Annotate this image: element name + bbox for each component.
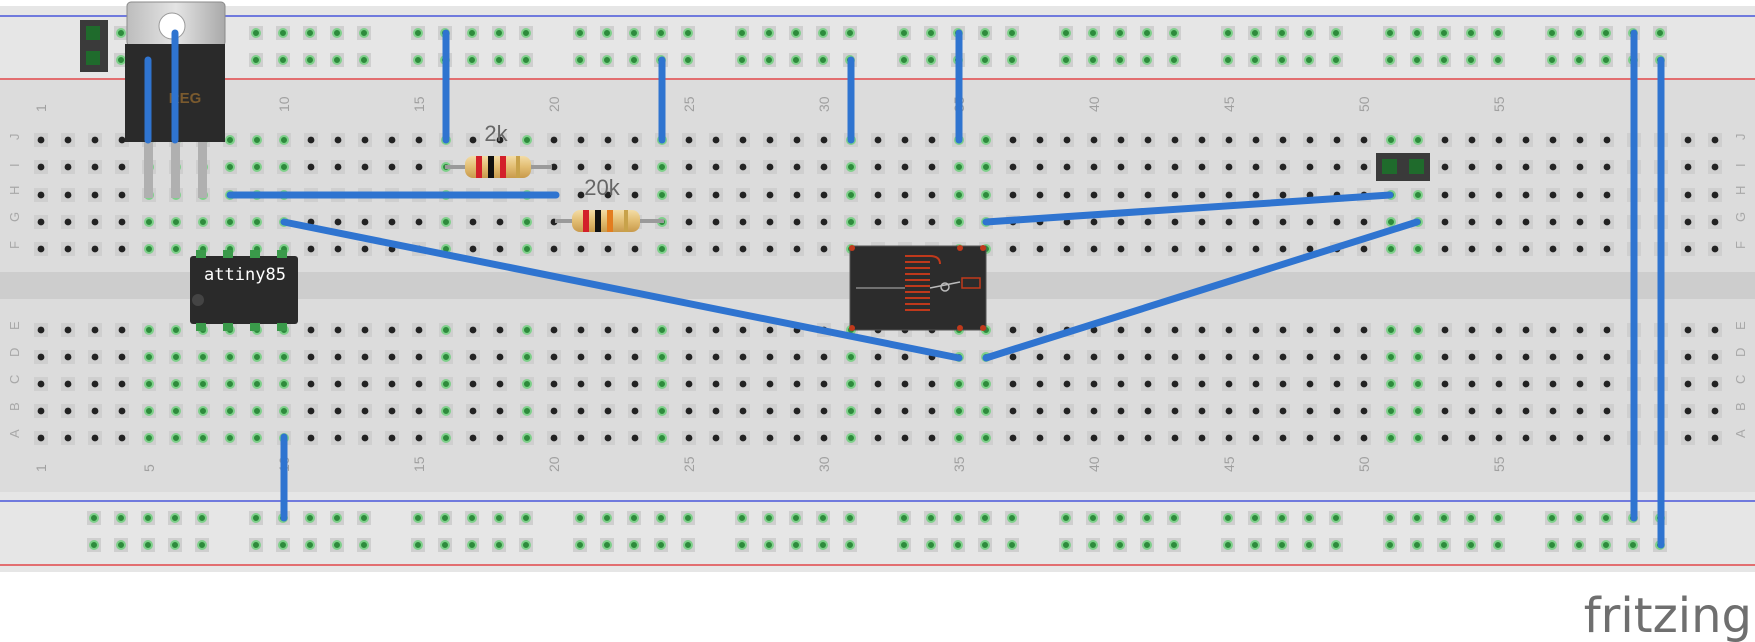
column-number: 25	[681, 96, 697, 112]
column-number: 15	[411, 96, 427, 112]
row-letter: J	[7, 134, 22, 141]
relay[interactable]	[849, 245, 987, 331]
column-number: 30	[816, 96, 832, 112]
fritzing-logo: fritzing	[1584, 588, 1752, 642]
chip-label: attiny85	[204, 265, 286, 285]
column-number: 55	[1491, 456, 1507, 472]
breadboard-labels: 1155101015152020252530303535404045455050…	[7, 96, 1748, 472]
jumper-wires	[144, 29, 1665, 549]
row-letter: C	[1733, 375, 1748, 384]
resistor-2k-label: 2k	[484, 121, 508, 146]
column-number: 10	[276, 96, 292, 112]
row-letter: B	[1733, 402, 1748, 411]
row-letter: A	[1733, 429, 1748, 438]
header-right[interactable]	[1376, 153, 1430, 181]
column-number: 5	[141, 464, 157, 472]
resistor-20k-label: 20k	[584, 175, 620, 200]
wire-diag-relay-header[interactable]	[982, 191, 1394, 226]
column-number: 35	[951, 456, 967, 472]
header-left[interactable]	[80, 20, 108, 72]
column-number: 20	[546, 96, 562, 112]
row-letter: I	[1733, 163, 1748, 167]
row-letter: C	[7, 375, 22, 384]
column-number: 25	[681, 456, 697, 472]
column-number: 50	[1356, 96, 1372, 112]
top-rail-strip	[0, 6, 1755, 80]
row-letter: G	[7, 212, 22, 222]
resistor-2k[interactable]: 2k	[445, 121, 552, 178]
row-letter: H	[1733, 186, 1748, 195]
column-number: 40	[1086, 456, 1102, 472]
row-letter: F	[7, 241, 22, 249]
attiny85-chip[interactable]: attiny85	[190, 250, 298, 331]
row-letter: B	[7, 402, 22, 411]
column-number: 30	[816, 456, 832, 472]
column-number: 20	[546, 456, 562, 472]
row-letter: H	[7, 186, 22, 195]
row-letter: J	[1733, 134, 1748, 141]
row-letter: D	[1733, 348, 1748, 357]
wire-diag-chip-relay[interactable]	[280, 218, 963, 362]
column-number: 45	[1221, 456, 1237, 472]
resistor-20k[interactable]: 20k	[555, 175, 664, 232]
column-number: 50	[1356, 456, 1372, 472]
column-number: 55	[1491, 96, 1507, 112]
row-letter: E	[1733, 321, 1748, 330]
row-letter: I	[7, 163, 22, 167]
row-letter: D	[7, 348, 22, 357]
bottom-rail-strip	[0, 492, 1755, 572]
column-number: 45	[1221, 96, 1237, 112]
column-number: 15	[411, 456, 427, 472]
wire-diag-relay-lower[interactable]	[982, 218, 1421, 362]
column-number: 1	[33, 104, 49, 112]
row-letter: F	[1733, 241, 1748, 249]
row-letter: G	[1733, 212, 1748, 222]
column-number: 1	[33, 464, 49, 472]
row-letter: E	[7, 321, 22, 330]
column-number: 40	[1086, 96, 1102, 112]
row-letter: A	[7, 429, 22, 438]
